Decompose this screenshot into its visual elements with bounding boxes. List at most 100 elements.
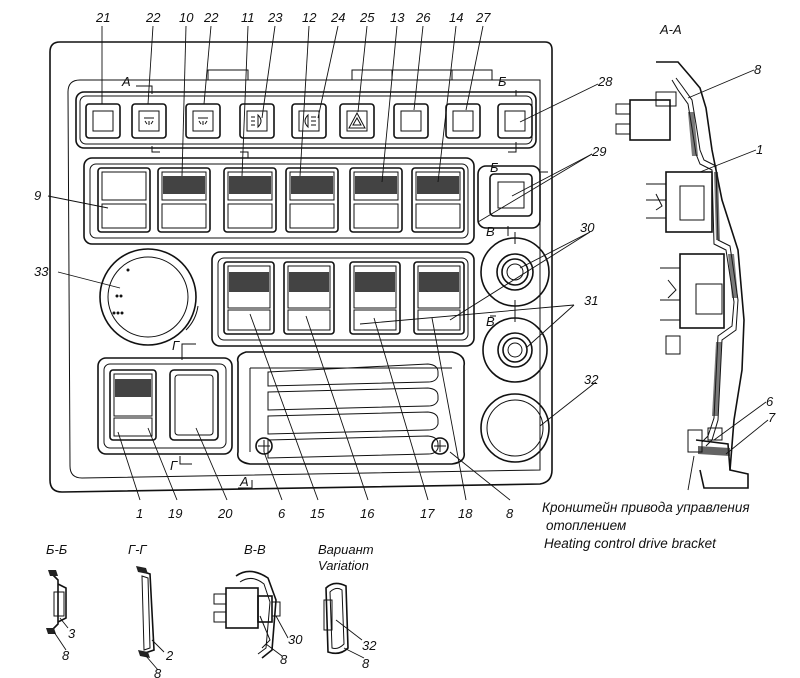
variant-callout-8: 8 (362, 656, 370, 671)
leader-lines (47, 25, 599, 501)
button-22-b[interactable] (185, 103, 221, 139)
button-28[interactable] (497, 103, 533, 139)
switch-15[interactable] (223, 261, 275, 335)
button-24[interactable] (291, 103, 327, 139)
detail-bb-callout-8: 8 (62, 648, 70, 663)
knob-30[interactable] (480, 232, 550, 312)
callout-labels: 21 22 10 22 11 23 12 24 25 13 26 14 27 2… (34, 10, 613, 521)
variant-title-en: Variation (318, 558, 369, 573)
plug-32 (480, 393, 550, 463)
rocker-switches-lower (223, 261, 465, 335)
button-29[interactable] (477, 165, 548, 229)
callout-27: 27 (475, 10, 491, 25)
detail-g-g: Г-Г 2 8 (128, 542, 174, 678)
fog-light-icon (198, 117, 208, 125)
callout-19: 19 (168, 506, 182, 521)
callout-26: 26 (415, 10, 431, 25)
switch-17[interactable] (349, 261, 401, 335)
callout-30: 30 (580, 220, 595, 235)
section-g-top: Г (172, 338, 180, 353)
detail-vv-title: В-В (244, 542, 266, 557)
callout-22a: 22 (145, 10, 161, 25)
main-panel (49, 41, 553, 493)
switch-20[interactable] (169, 369, 219, 441)
caption-ru-line1: Кронштейн привода управления (542, 500, 750, 515)
callout-21: 21 (95, 10, 110, 25)
side-title: А-А (659, 22, 682, 37)
rocker-switches-upper (97, 167, 465, 233)
rocker-switch-lower-panel (211, 251, 475, 347)
callout-33: 33 (34, 264, 49, 279)
button-26[interactable] (393, 103, 429, 139)
callout-18: 18 (458, 506, 473, 521)
callout-25: 25 (359, 10, 375, 25)
detail-b-b: Б-Б 3 8 (46, 542, 76, 663)
switch-16[interactable] (283, 261, 335, 335)
section-g-bot: Г (170, 458, 178, 473)
rocker-switch-row (83, 157, 475, 245)
caption: Кронштейн привода управления отоплением … (542, 500, 750, 551)
switch-13[interactable] (349, 167, 403, 233)
callout-29: 29 (591, 144, 606, 159)
detail-vv-callout-8: 8 (280, 652, 288, 667)
callout-9: 9 (34, 188, 41, 203)
variant-callout-32: 32 (362, 638, 377, 653)
caption-en: Heating control drive bracket (544, 536, 717, 551)
section-v-top: В (486, 224, 495, 239)
side-callout-1: 1 (756, 142, 763, 157)
switch-19[interactable] (109, 369, 157, 441)
switch-11[interactable] (223, 167, 277, 233)
detail-gg-callout-8: 8 (154, 666, 162, 678)
button-23[interactable] (239, 103, 275, 139)
callout-15: 15 (310, 506, 325, 521)
callout-13: 13 (390, 10, 405, 25)
side-section-a-a: А-А (615, 22, 776, 491)
callout-11: 11 (241, 10, 255, 25)
lower-left-switch-panel (97, 357, 233, 455)
knob-31[interactable] (482, 312, 548, 383)
front-fog-icon (251, 113, 262, 129)
detail-vv-callout-30: 30 (288, 632, 303, 647)
button-21[interactable] (85, 103, 121, 139)
callout-10: 10 (179, 10, 194, 25)
section-b-side: Б (490, 160, 499, 175)
fog-light-icon (144, 117, 154, 125)
detail-bb-callout-3: 3 (68, 626, 76, 641)
callout-23: 23 (267, 10, 283, 25)
detail-bb-title: Б-Б (46, 542, 68, 557)
callout-28: 28 (597, 74, 613, 89)
detail-v-v: В-В 30 8 (213, 542, 303, 667)
callout-24: 24 (330, 10, 345, 25)
callout-16: 16 (360, 506, 375, 521)
switch-10[interactable] (157, 167, 211, 233)
button-22-a[interactable] (131, 103, 167, 139)
callout-14: 14 (449, 10, 463, 25)
switch-12[interactable] (285, 167, 339, 233)
switch-9[interactable] (97, 167, 151, 233)
callout-1: 1 (136, 506, 143, 521)
screw-icon (431, 437, 449, 455)
section-letters: А Б Б В В Г Г А (121, 74, 507, 489)
switch-14[interactable] (411, 167, 465, 233)
detail-variation: Вариант Variation 32 8 (318, 542, 377, 671)
section-a-bot: А (239, 474, 249, 489)
button-27[interactable] (445, 103, 481, 139)
knob-33[interactable] (99, 248, 199, 346)
detail-gg-callout-2: 2 (165, 648, 174, 663)
callout-20: 20 (217, 506, 233, 521)
section-b-top: Б (498, 74, 507, 89)
detail-gg-title: Г-Г (128, 542, 147, 557)
hazard-warning-icon (348, 111, 366, 129)
button-25[interactable] (339, 103, 375, 139)
section-lines (179, 226, 509, 489)
section-a-top: А (121, 74, 131, 89)
callout-8: 8 (506, 506, 514, 521)
side-callout-8: 8 (754, 62, 762, 77)
switch-18[interactable] (413, 261, 465, 335)
side-callout-7: 7 (768, 410, 776, 425)
callout-12: 12 (302, 10, 317, 25)
callout-6: 6 (278, 506, 286, 521)
caption-ru-line2: отоплением (546, 518, 626, 533)
